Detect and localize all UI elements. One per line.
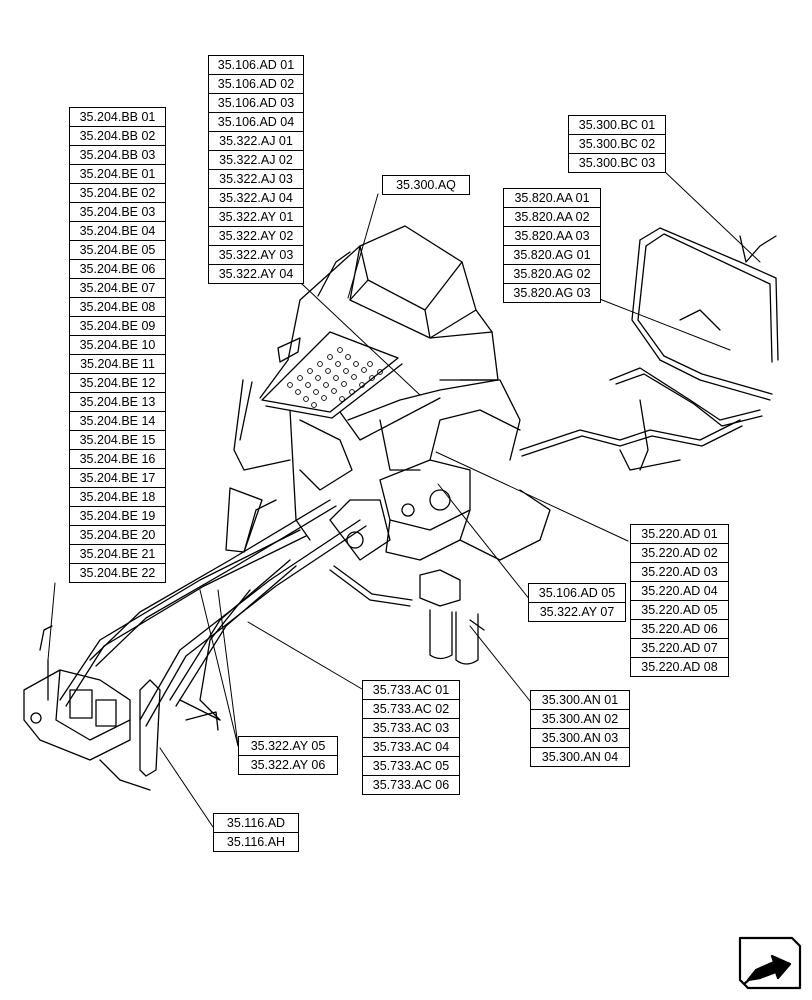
part-code[interactable]: 35.204.BE 21 xyxy=(70,544,165,563)
part-code[interactable]: 35.204.BE 11 xyxy=(70,354,165,373)
label-group-35106-35322: 35.106.AD 01 35.106.AD 02 35.106.AD 03 3… xyxy=(208,55,304,284)
part-code[interactable]: 35.220.AD 04 xyxy=(631,581,728,600)
part-code[interactable]: 35.820.AA 03 xyxy=(504,226,600,245)
right-pipework xyxy=(519,227,779,471)
label-group-35300aq: 35.300.AQ xyxy=(382,175,470,195)
part-code[interactable]: 35.733.AC 03 xyxy=(363,718,459,737)
part-code[interactable]: 35.300.AN 02 xyxy=(531,709,629,728)
label-group-35116: 35.116.AD 35.116.AH xyxy=(213,813,299,852)
part-code[interactable]: 35.322.AY 07 xyxy=(529,602,625,621)
part-code[interactable]: 35.322.AY 01 xyxy=(209,207,303,226)
part-code[interactable]: 35.116.AH xyxy=(214,832,298,851)
part-code[interactable]: 35.204.BE 15 xyxy=(70,430,165,449)
part-code[interactable]: 35.733.AC 01 xyxy=(372,683,450,697)
part-code[interactable]: 35.322.AJ 04 xyxy=(209,188,303,207)
part-code[interactable]: 35.204.BE 10 xyxy=(70,335,165,354)
part-code[interactable]: 35.106.AD 04 xyxy=(209,112,303,131)
part-code[interactable]: 35.322.AY 03 xyxy=(209,245,303,264)
part-code[interactable]: 35.204.BE 16 xyxy=(70,449,165,468)
filter-assembly xyxy=(329,565,485,665)
label-group-35820: 35.820.AA 01 35.820.AA 02 35.820.AA 03 3… xyxy=(503,188,601,303)
cab-structure xyxy=(225,225,499,553)
part-code[interactable]: 35.106.AD 01 xyxy=(217,58,295,72)
part-code[interactable]: 35.204.BE 14 xyxy=(70,411,165,430)
part-code[interactable]: 35.204.BE 02 xyxy=(70,183,165,202)
part-code[interactable]: 35.204.BE 20 xyxy=(70,525,165,544)
part-code[interactable]: 35.204.BE 04 xyxy=(70,221,165,240)
part-code[interactable]: 35.204.BE 22 xyxy=(70,563,165,582)
part-code[interactable]: 35.322.AY 06 xyxy=(239,755,337,774)
part-code[interactable]: 35.204.BE 05 xyxy=(70,240,165,259)
part-code[interactable]: 35.204.BB 03 xyxy=(70,145,165,164)
label-group-35300bc: 35.300.BC 01 35.300.BC 02 35.300.BC 03 xyxy=(568,115,666,173)
part-code[interactable]: 35.220.AD 01 xyxy=(641,527,718,541)
part-code[interactable]: 35.322.AJ 02 xyxy=(209,150,303,169)
part-code[interactable]: 35.300.AQ xyxy=(396,178,456,192)
part-code[interactable]: 35.106.AD 02 xyxy=(209,74,303,93)
part-code[interactable]: 35.300.BC 01 xyxy=(578,118,656,132)
part-code[interactable]: 35.322.AJ 03 xyxy=(209,169,303,188)
part-code[interactable]: 35.322.AJ 01 xyxy=(209,131,303,150)
part-code[interactable]: 35.300.AN 03 xyxy=(531,728,629,747)
part-code[interactable]: 35.300.BC 02 xyxy=(569,134,665,153)
part-code[interactable]: 35.820.AG 01 xyxy=(504,245,600,264)
part-code[interactable]: 35.204.BE 12 xyxy=(70,373,165,392)
next-page-arrow-icon[interactable] xyxy=(734,934,804,992)
part-code[interactable]: 35.220.AD 08 xyxy=(631,657,728,676)
part-code[interactable]: 35.733.AC 02 xyxy=(363,699,459,718)
leader-lines xyxy=(47,169,761,828)
part-code[interactable]: 35.106.AD 03 xyxy=(209,93,303,112)
label-group-35220: 35.220.AD 01 35.220.AD 02 35.220.AD 03 3… xyxy=(630,524,729,677)
part-code[interactable]: 35.733.AC 05 xyxy=(363,756,459,775)
part-code[interactable]: 35.220.AD 05 xyxy=(631,600,728,619)
part-code[interactable]: 35.220.AD 02 xyxy=(631,543,728,562)
long-hydraulic-lines xyxy=(59,499,367,727)
left-valve-cluster xyxy=(23,625,221,791)
label-group-35300an: 35.300.AN 01 35.300.AN 02 35.300.AN 03 3… xyxy=(530,690,630,767)
label-group-35106ad05: 35.106.AD 05 35.322.AY 07 xyxy=(528,583,626,622)
label-group-35204: 35.204.BB 01 35.204.BB 02 35.204.BB 03 3… xyxy=(69,107,166,583)
part-code[interactable]: 35.300.AN 01 xyxy=(541,693,619,707)
part-code[interactable]: 35.204.BE 13 xyxy=(70,392,165,411)
part-code[interactable]: 35.322.AY 05 xyxy=(250,739,326,753)
part-code[interactable]: 35.204.BE 03 xyxy=(70,202,165,221)
part-code[interactable]: 35.820.AA 02 xyxy=(504,207,600,226)
part-code[interactable]: 35.204.BE 09 xyxy=(70,316,165,335)
part-code[interactable]: 35.204.BE 06 xyxy=(70,259,165,278)
part-code[interactable]: 35.204.BB 02 xyxy=(70,126,165,145)
part-code[interactable]: 35.220.AD 07 xyxy=(631,638,728,657)
part-code[interactable]: 35.106.AD 05 xyxy=(538,586,616,600)
part-code[interactable]: 35.300.BC 03 xyxy=(569,153,665,172)
part-code[interactable]: 35.204.BE 18 xyxy=(70,487,165,506)
label-group-35733: 35.733.AC 01 35.733.AC 02 35.733.AC 03 3… xyxy=(362,680,460,795)
part-code[interactable]: 35.820.AA 01 xyxy=(514,191,590,205)
part-code[interactable]: 35.820.AG 03 xyxy=(504,283,600,302)
part-code[interactable]: 35.300.AN 04 xyxy=(531,747,629,766)
part-code[interactable]: 35.116.AD xyxy=(226,816,286,830)
part-code[interactable]: 35.733.AC 06 xyxy=(363,775,459,794)
part-code[interactable]: 35.204.BE 08 xyxy=(70,297,165,316)
part-code[interactable]: 35.322.AY 04 xyxy=(209,264,303,283)
label-group-35322ay05: 35.322.AY 05 35.322.AY 06 xyxy=(238,736,338,775)
step-plate xyxy=(287,347,383,408)
part-code[interactable]: 35.322.AY 02 xyxy=(209,226,303,245)
part-code[interactable]: 35.733.AC 04 xyxy=(363,737,459,756)
part-code[interactable]: 35.220.AD 06 xyxy=(631,619,728,638)
part-code[interactable]: 35.204.BE 17 xyxy=(70,468,165,487)
valve-block xyxy=(329,379,551,561)
part-code[interactable]: 35.204.BE 01 xyxy=(70,164,165,183)
part-code[interactable]: 35.204.BE 07 xyxy=(70,278,165,297)
part-code[interactable]: 35.820.AG 02 xyxy=(504,264,600,283)
part-code[interactable]: 35.204.BB 01 xyxy=(79,110,156,124)
part-code[interactable]: 35.220.AD 03 xyxy=(631,562,728,581)
part-code[interactable]: 35.204.BE 19 xyxy=(70,506,165,525)
